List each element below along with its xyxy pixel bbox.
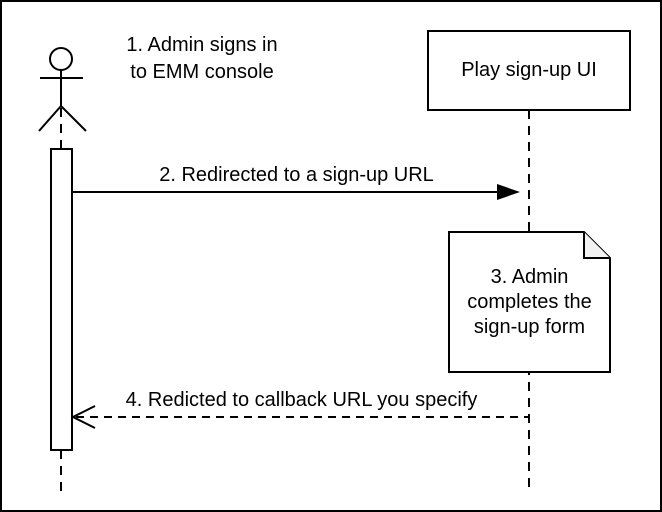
- message-4-arrow: [70, 405, 529, 429]
- actor-label-line1: 1. Admin signs in: [126, 34, 278, 56]
- note-fold-icon: [583, 232, 610, 259]
- note-line2: completes the: [467, 290, 592, 313]
- actor-leg-left: [38, 105, 62, 132]
- actor-label-line2: to EMM console: [130, 61, 274, 83]
- message-2-label: 2. Redirected to a sign-up URL: [159, 164, 434, 186]
- participant-label: Play sign-up UI: [461, 59, 597, 81]
- actor-figure: [38, 47, 87, 132]
- actor-head: [49, 47, 73, 71]
- actor-leg-right: [60, 105, 87, 132]
- activation-bar: [50, 148, 73, 451]
- message-4-open-arrowhead-icon: [70, 405, 96, 429]
- message-2-arrowhead-icon: [497, 184, 520, 200]
- note-label: 3. Admin completes the sign-up form: [449, 232, 610, 372]
- message-4-label: 4. Redicted to callback URL you specify: [125, 389, 478, 411]
- note-line1: 3. Admin: [490, 265, 569, 288]
- note-outline: [448, 231, 611, 373]
- actor-label: 1. Admin signs in to EMM console: [92, 32, 312, 86]
- message-2-arrow: [72, 184, 520, 200]
- note-line3: sign-up form: [473, 315, 586, 338]
- participant-box: [427, 30, 631, 111]
- note-shape: [448, 231, 611, 373]
